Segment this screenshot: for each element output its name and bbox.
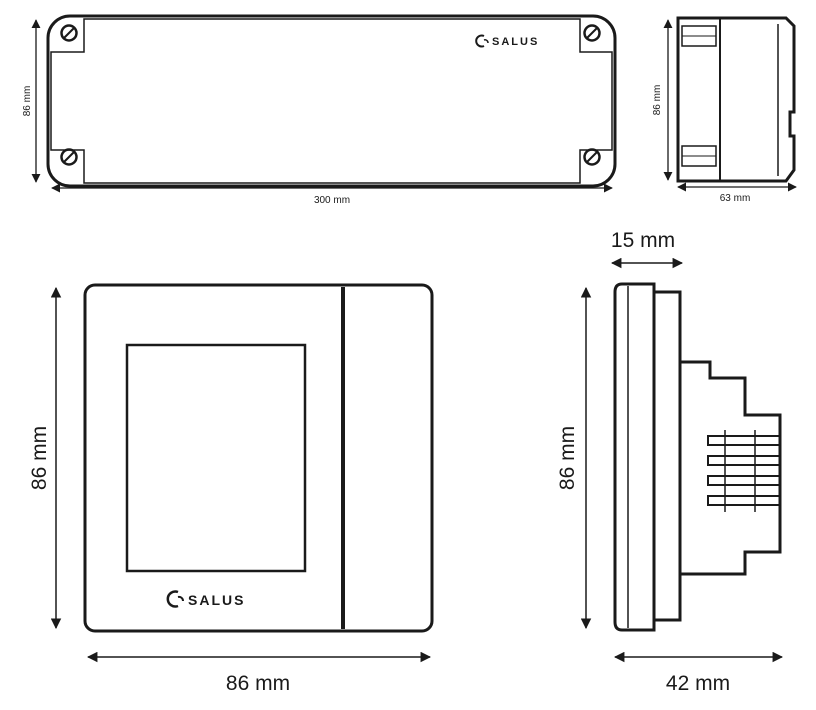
terminal-2 [707, 455, 781, 466]
bottom-front-height-label: 86 mm [28, 426, 51, 490]
bottom-side-height-label: 86 mm [556, 426, 579, 490]
top-side-depth-label: 63 mm [720, 193, 751, 204]
screw-top-right [583, 24, 601, 42]
terminal-1 [707, 435, 781, 446]
terminal-4 [707, 495, 781, 506]
bottom-side-total-depth-label: 42 mm [666, 672, 730, 695]
wiring-centre-side-view [676, 16, 796, 183]
bottom-front-width-label: 86 mm [226, 672, 290, 695]
thermostat-front-view [83, 283, 434, 633]
salus-logo-large-text: SALUS [188, 592, 245, 608]
salus-logo-large [166, 590, 184, 608]
screw-bottom-left [60, 148, 78, 166]
thermostat-side-view [613, 282, 782, 632]
top-front-height-label: 86 mm [22, 86, 33, 117]
screw-top-left [60, 24, 78, 42]
screw-bottom-right [583, 148, 601, 166]
salus-logo-small-text: SALUS [492, 36, 539, 48]
top-front-width-label: 300 mm [314, 195, 350, 206]
bottom-side-front-depth-label: 15 mm [611, 229, 675, 252]
terminal-3 [707, 475, 781, 486]
top-side-height-label: 86 mm [652, 85, 663, 116]
salus-logo-small [475, 34, 489, 48]
